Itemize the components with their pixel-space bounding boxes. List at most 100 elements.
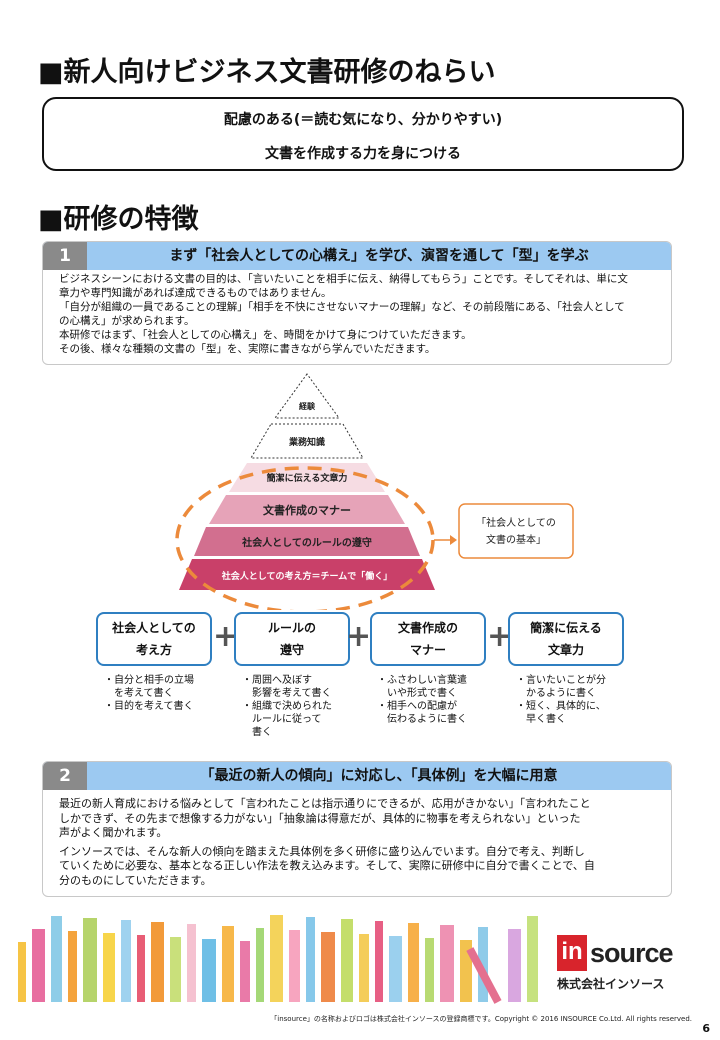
bullet-line: 影響を考えて書く — [242, 688, 332, 699]
body-line: ビジネスシーンにおける文書の目的は、「言いたいことを相手に伝え、納得してもらう」… — [59, 273, 628, 285]
book-spine — [170, 937, 181, 1002]
book-spine — [389, 936, 402, 1002]
level-label: 文書作成のマナー — [263, 503, 351, 517]
body-line: の心構え」が求められます。 — [59, 315, 195, 327]
body-line: 本研修ではまず、「社会人としての心構え」を、時間をかけて身につけていただきます。 — [59, 329, 472, 341]
callout-line-2: 文書の基本」 — [486, 533, 546, 546]
body-line: 「自分が組織の一員であることの理解」「相手を不快にさせないマナーの理解」など、そ… — [59, 301, 625, 313]
body-line: 声がよく聞かれます。 — [59, 826, 168, 839]
callout-line-1: 「社会人としての — [476, 516, 556, 529]
bullet-line: ・相手への配慮が — [377, 701, 457, 712]
level-label: 経験 — [299, 401, 316, 411]
section-number: 1 — [43, 242, 87, 270]
body-line: 章力や専門知識があれば達成できるものではありません。 — [59, 287, 332, 299]
book-spine — [256, 928, 264, 1002]
book-spine — [151, 922, 164, 1002]
book-spine — [289, 930, 300, 1002]
pyramid-level-knowledge — [250, 423, 364, 459]
book-spine — [18, 942, 26, 1002]
section-header: 1 まず「社会人としての心構え」を学び、演習を通して「型」を学ぶ — [43, 242, 671, 270]
element-bullets-manners: ・ふさわしい言葉遣 いや形式で書く ・相手への配慮が 伝わるように書く — [377, 674, 495, 726]
level-label: 社会人としての考え方＝チームで「働く」 — [221, 570, 392, 582]
book-spine — [240, 941, 250, 1002]
bullet-line: ・目的を考えて書く — [104, 701, 194, 712]
book-spine — [137, 935, 145, 1002]
bullet-line: ・短く、具体的に、 — [516, 701, 606, 712]
body-line: その後、様々な種類の文書の「型」を、実際に書きながら学んでいただきます。 — [59, 343, 436, 355]
page-number: 6 — [702, 1022, 710, 1035]
insource-logo-mark: in — [557, 935, 587, 971]
aim-box: 配慮のある(＝読む気になり、分かりやすい) 文書を作成する力を身につける — [42, 97, 684, 171]
section-title: 「最近の新人の傾向」に対応し、「具体例」を大幅に用意 — [200, 768, 558, 784]
callout-arrow-head — [450, 535, 457, 545]
bullet-line: ・周囲へ及ぼす — [242, 675, 312, 686]
book-spine — [202, 939, 216, 1002]
element-box-writing: 簡潔に伝える 文章力 — [508, 612, 624, 666]
callout-box — [458, 503, 574, 559]
bullet-line: ルールに従って — [242, 714, 322, 725]
book-spine — [508, 929, 521, 1002]
book-spine — [321, 932, 335, 1002]
body-line: 分のものにしていただきます。 — [59, 873, 212, 887]
book-spine — [83, 918, 97, 1002]
book-spine — [375, 921, 383, 1002]
bullet-line: を考えて書く — [104, 688, 174, 699]
aim-line-1: 配慮のある(＝読む気になり、分かりやすい) — [223, 112, 503, 128]
level-label: 社会人としてのルールの遵守 — [241, 536, 372, 549]
pyramid-level-rules — [194, 527, 420, 556]
features-heading: ■研修の特徴 — [38, 204, 199, 235]
pyramid-level-manners — [209, 495, 405, 524]
book-spine — [121, 920, 131, 1002]
bullet-line: 伝わるように書く — [377, 714, 467, 725]
bullet-line: ・言いたいことが分 — [516, 675, 606, 686]
book-spine — [270, 915, 283, 1002]
book-spine — [527, 916, 538, 1002]
skills-pyramid: 経験 業務知識 簡潔に伝える文章力 文書作成のマナー 社会人としてのルールの遵守… — [175, 373, 574, 610]
books-illustration — [18, 915, 538, 1004]
element-bullets-mindset: ・自分と相手の立場 を考えて書く ・目的を考えて書く — [104, 674, 222, 713]
book-spine — [359, 934, 369, 1002]
book-spine — [222, 926, 234, 1002]
bullet-line: かるように書く — [516, 688, 596, 699]
element-bullets-writing: ・言いたいことが分 かるように書く ・短く、具体的に、 早く書く — [516, 674, 634, 726]
copyright-notice: 「insource」の名称およびロゴは株式会社インソースの登録商標です。Copy… — [270, 1015, 692, 1023]
element-box-mindset: 社会人としての 考え方 — [96, 612, 212, 666]
plus-sign: + — [346, 619, 372, 654]
section-body: ビジネスシーンにおける文書の目的は、「言いたいことを相手に伝え、納得してもらう」… — [59, 272, 655, 356]
pyramid-level-experience — [274, 373, 340, 419]
element-box-rules: ルールの 遵守 — [234, 612, 350, 666]
plus-sign: + — [213, 619, 239, 654]
book-spine — [68, 931, 77, 1002]
plus-sign: + — [487, 619, 513, 654]
bullet-line: ・自分と相手の立場 — [104, 675, 194, 686]
book-spine — [306, 917, 315, 1002]
book-spine — [32, 929, 45, 1002]
feature-section-2: 2 「最近の新人の傾向」に対応し、「具体例」を大幅に用意 最近の新人育成における… — [42, 761, 672, 897]
bullet-line: 早く書く — [516, 714, 566, 725]
pyramid-level-mindset — [179, 559, 435, 590]
page-title: ■新人向けビジネス文書研修のねらい — [38, 57, 496, 88]
body-line: インソースでは、そんな新人の傾向を踏まえた具体例を多く研修に盛り込んでいます。自… — [59, 844, 585, 858]
level-label: 簡潔に伝える文章力 — [267, 472, 348, 484]
element-bullets-rules: ・周囲へ及ぼす 影響を考えて書く ・組織で決められた ルールに従って 書く — [242, 674, 360, 739]
feature-section-1: 1 まず「社会人としての心構え」を学び、演習を通して「型」を学ぶ ビジネスシーン… — [42, 241, 672, 365]
company-name: 株式会社インソース — [557, 977, 665, 991]
bullet-line: 書く — [242, 727, 272, 738]
aim-line-2: 文書を作成する力を身につける — [265, 146, 461, 162]
book-spine — [51, 916, 62, 1002]
section-header: 2 「最近の新人の傾向」に対応し、「具体例」を大幅に用意 — [43, 762, 671, 790]
book-spine — [440, 925, 454, 1002]
bullet-line: ・組織で決められた — [242, 701, 332, 712]
book-spine — [425, 938, 434, 1002]
book-spine — [466, 947, 502, 1004]
book-spine — [103, 933, 115, 1002]
bullet-line: いや形式で書く — [377, 688, 457, 699]
section-body: 最近の新人育成における悩みとして「言われたことは指示通りにできるが、応用がきかな… — [59, 797, 655, 888]
section-number: 2 — [43, 762, 87, 790]
element-box-manners: 文書作成の マナー — [370, 612, 486, 666]
basics-highlight-ring — [175, 466, 435, 610]
bullet-line: ・ふさわしい言葉遣 — [377, 675, 467, 686]
section-title: まず「社会人としての心構え」を学び、演習を通して「型」を学ぶ — [169, 248, 589, 264]
book-spine — [478, 927, 488, 1002]
book-spine — [187, 924, 196, 1002]
